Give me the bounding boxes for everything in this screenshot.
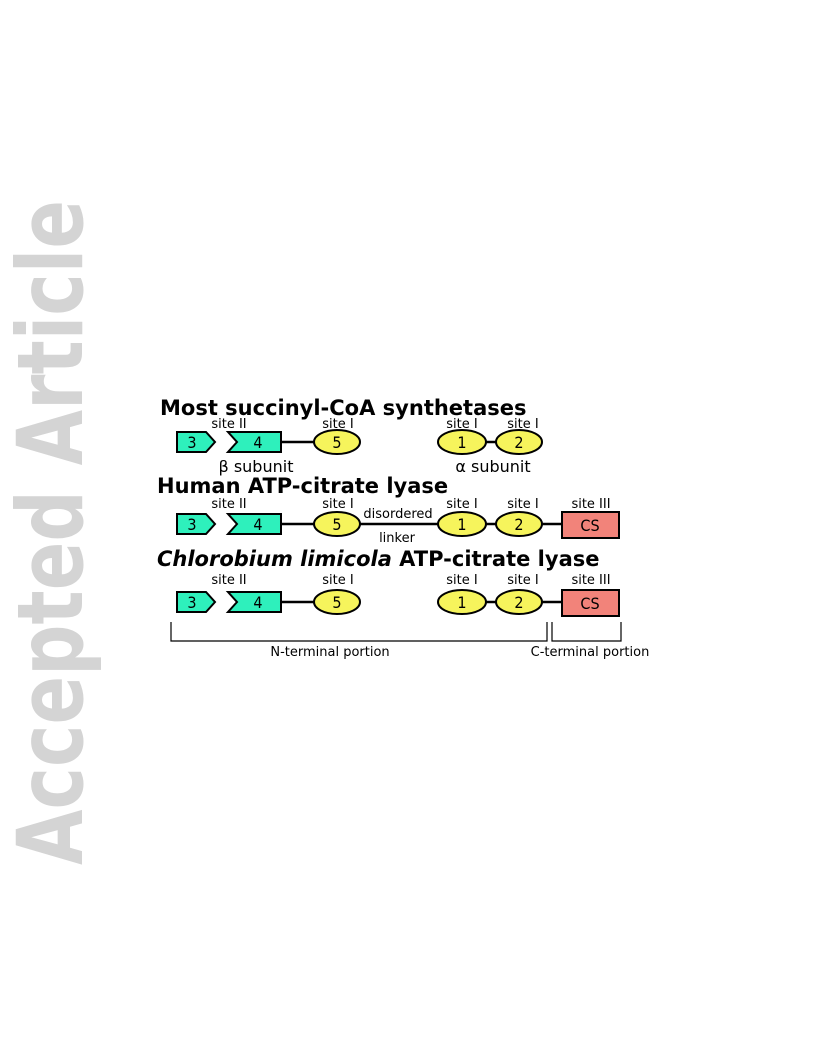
domain-4-chevron — [225, 513, 282, 535]
domain-2-ellipse — [495, 511, 543, 537]
domain-3-arrow — [176, 591, 217, 613]
site-label-ii: site II — [211, 497, 246, 512]
domain-2-ellipse — [495, 429, 543, 455]
row-chlorobium-limicola-atp-citrate-lyase: Chlorobium limicola ATP-citrate lyase si… — [157, 547, 620, 617]
linker-label-bottom: linker — [379, 531, 416, 546]
domain-2-label: 2 — [514, 515, 523, 534]
row-human-atp-citrate-lyase: Human ATP-citrate lyase site II site I s… — [157, 474, 620, 546]
domain-5-label: 5 — [332, 515, 341, 534]
alpha-subunit-label: α subunit — [455, 457, 530, 476]
site-label-i: site I — [446, 573, 477, 588]
c-terminal-bracket — [551, 622, 622, 642]
site-label-ii: site II — [211, 417, 246, 432]
domain-1-ellipse — [437, 589, 487, 615]
domain-4-chevron — [225, 431, 282, 453]
cs-domain-box — [561, 589, 620, 617]
row-title: Human ATP-citrate lyase — [157, 474, 448, 498]
cs-domain-label: CS — [580, 594, 599, 613]
domain-2-ellipse — [495, 589, 543, 615]
domain-1-ellipse — [437, 511, 487, 537]
domain-5-label: 5 — [332, 433, 341, 452]
site-label-i: site I — [507, 417, 538, 432]
row-title: Most succinyl-CoA synthetases — [160, 396, 527, 420]
c-terminal-label: C-terminal portion — [531, 645, 650, 660]
site-label-ii: site II — [211, 573, 246, 588]
domain-3-arrow — [176, 431, 217, 453]
cs-domain-box — [561, 511, 620, 539]
domain-5-ellipse — [313, 511, 361, 537]
domain-4-label: 4 — [253, 515, 262, 534]
site-label-i: site I — [322, 417, 353, 432]
domain-4-label: 4 — [253, 433, 262, 452]
site-label-iii: site III — [571, 497, 610, 512]
site-label-i: site I — [322, 497, 353, 512]
domain-1-label: 1 — [457, 515, 466, 534]
domain-4-label: 4 — [253, 593, 262, 612]
site-label-i: site I — [322, 573, 353, 588]
portion-brackets: N-terminal portion C-terminal portion — [170, 622, 650, 660]
domain-1-ellipse — [437, 429, 487, 455]
domain-4-chevron — [225, 591, 282, 613]
site-label-i: site I — [507, 573, 538, 588]
n-terminal-bracket — [170, 622, 548, 642]
accepted-article-watermark: Accepted Article — [0, 200, 104, 865]
linker-label-top: disordered — [363, 507, 432, 522]
cs-domain-label: CS — [580, 516, 599, 535]
row-title: Chlorobium limicola ATP-citrate lyase — [157, 547, 599, 571]
domain-1-label: 1 — [457, 593, 466, 612]
row-title-protein: ATP-citrate lyase — [392, 547, 600, 571]
domain-1-label: 1 — [457, 433, 466, 452]
domain-3-label: 3 — [187, 593, 196, 612]
row-succinyl-coa-synthetases: Most succinyl-CoA synthetases site II si… — [160, 396, 543, 476]
domain-3-label: 3 — [187, 515, 196, 534]
site-label-iii: site III — [571, 573, 610, 588]
domain-2-label: 2 — [514, 593, 523, 612]
site-label-i: site I — [446, 417, 477, 432]
domain-5-label: 5 — [332, 593, 341, 612]
domain-3-label: 3 — [187, 433, 196, 452]
n-terminal-label: N-terminal portion — [270, 645, 389, 660]
domain-3-arrow — [176, 513, 217, 535]
domain-2-label: 2 — [514, 433, 523, 452]
domain-5-ellipse — [313, 589, 361, 615]
site-label-i: site I — [507, 497, 538, 512]
site-label-i: site I — [446, 497, 477, 512]
watermark-text: Accepted Article — [0, 200, 104, 865]
domain-5-ellipse — [313, 429, 361, 455]
row-title-organism: Chlorobium limicola — [157, 547, 392, 571]
beta-subunit-label: β subunit — [219, 457, 294, 476]
